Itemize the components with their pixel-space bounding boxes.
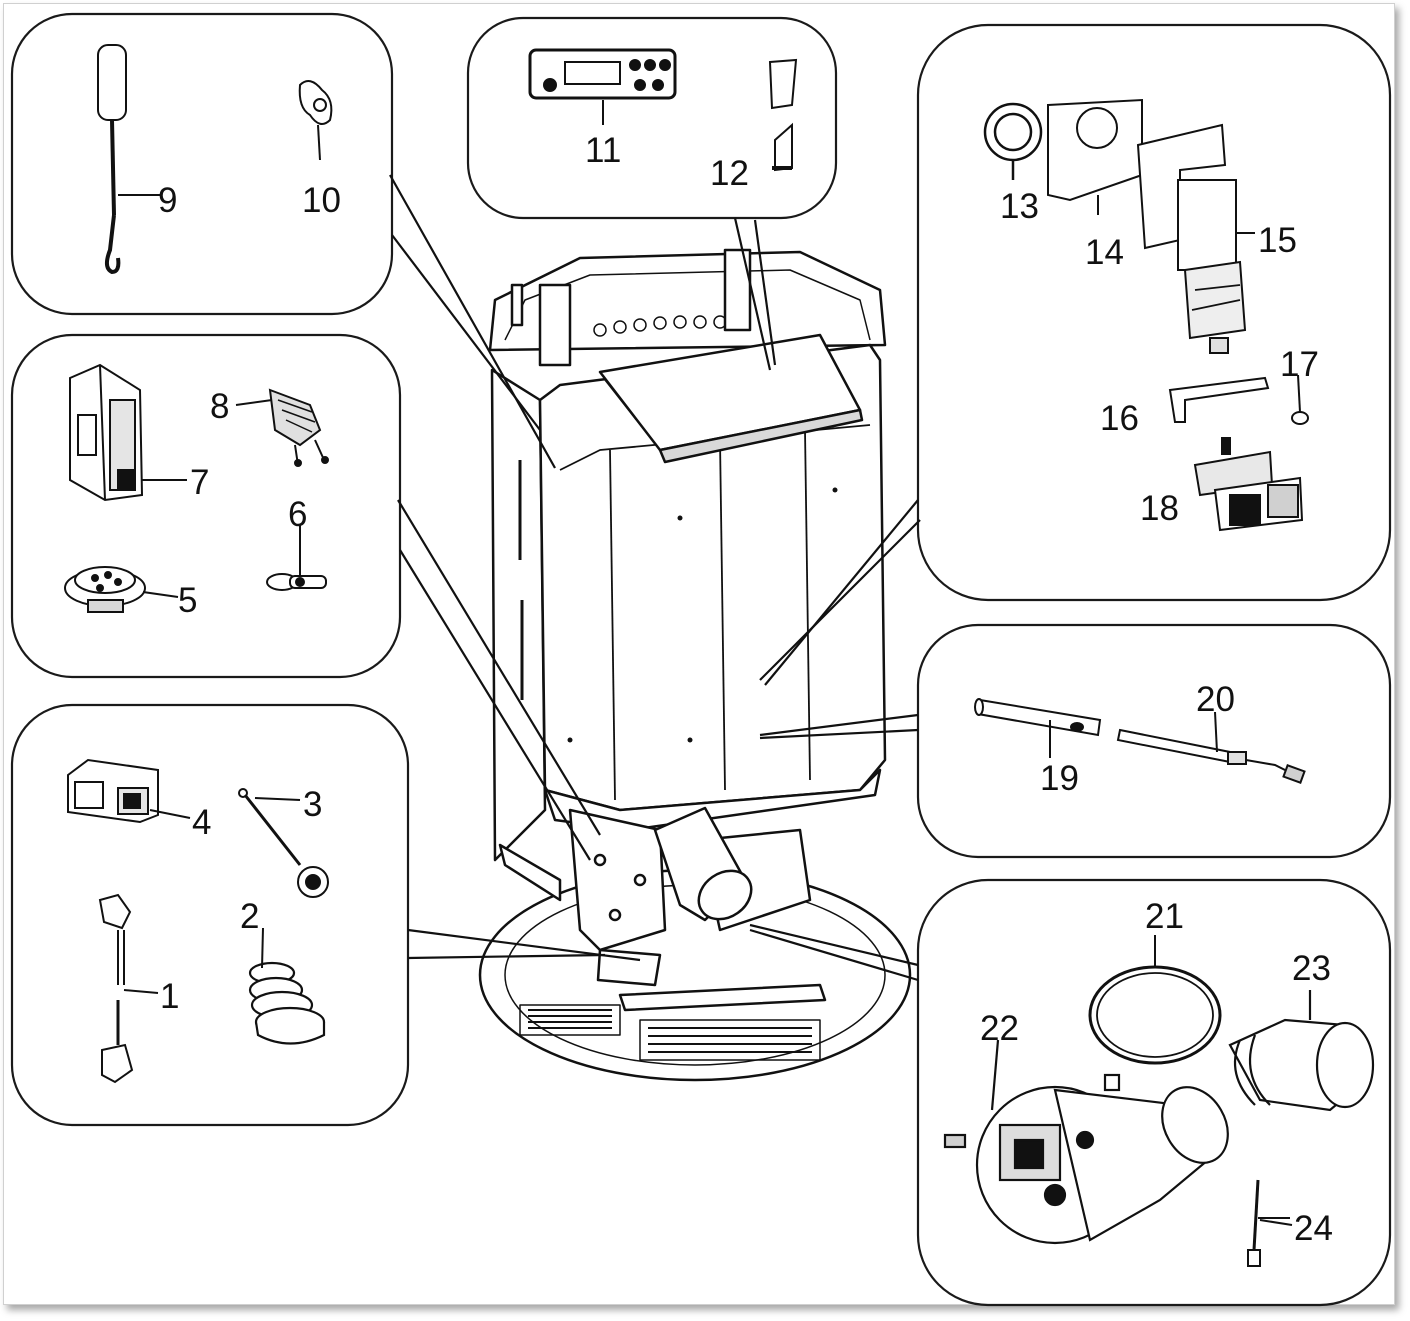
panel-mid-right bbox=[916, 623, 1392, 859]
stove-left-panel bbox=[490, 368, 547, 862]
label-3: 3 bbox=[303, 785, 322, 824]
label-6: 6 bbox=[288, 495, 307, 534]
base-vents bbox=[519, 1004, 821, 1061]
mount-bracket bbox=[568, 808, 667, 952]
part-23-elbow bbox=[1228, 990, 1375, 1112]
part-21-gasket-ring bbox=[1088, 935, 1222, 1065]
part-1-wire-harness bbox=[98, 893, 134, 1084]
panel-top-center bbox=[466, 16, 838, 220]
part-14-gasket-plate bbox=[1047, 98, 1143, 215]
part-6-sensor bbox=[266, 525, 327, 591]
connector-bottom-left-b bbox=[407, 953, 606, 960]
label-12: 12 bbox=[710, 154, 749, 193]
label-21: 21 bbox=[1145, 897, 1184, 936]
label-15: 15 bbox=[1258, 221, 1297, 260]
connector-bottom-right-a bbox=[749, 923, 919, 967]
panel-bottom-right bbox=[916, 878, 1392, 1307]
top-bracket-left bbox=[538, 283, 572, 367]
label-13: 13 bbox=[1000, 187, 1039, 226]
connector-top-right-b bbox=[759, 519, 921, 681]
part-4-switch bbox=[67, 758, 159, 824]
part-16-bracket bbox=[1168, 376, 1270, 423]
part-19-tube bbox=[974, 698, 1102, 758]
label-16: 16 bbox=[1100, 399, 1139, 438]
panel-top-right bbox=[916, 23, 1392, 602]
label-9: 9 bbox=[158, 181, 177, 220]
panel-mid-left bbox=[10, 333, 402, 679]
label-8: 8 bbox=[210, 387, 229, 426]
part-labels: 9 10 8 7 6 5 3 4 2 1 11 12 13 14 15 17 1… bbox=[158, 131, 1333, 1248]
connector-mid-left-a bbox=[397, 499, 601, 836]
label-20: 20 bbox=[1196, 680, 1235, 719]
label-17: 17 bbox=[1280, 345, 1319, 384]
connector-top-left-b bbox=[391, 234, 541, 431]
label-14: 14 bbox=[1085, 233, 1124, 272]
part-22-combustion-blower bbox=[943, 1039, 1229, 1245]
leader-lines bbox=[118, 194, 1293, 1226]
part-8-relay bbox=[268, 388, 329, 467]
connector-top-center-b bbox=[753, 219, 777, 366]
stove-top-rim bbox=[488, 250, 887, 352]
part-5-snap-disc bbox=[64, 566, 146, 613]
label-22: 22 bbox=[980, 1009, 1019, 1048]
part-15-auger-motor bbox=[1136, 123, 1255, 354]
label-23: 23 bbox=[1292, 949, 1331, 988]
part-11-control-panel bbox=[528, 48, 677, 125]
panels bbox=[10, 12, 1392, 1307]
stove-body bbox=[478, 248, 912, 1082]
label-19: 19 bbox=[1040, 759, 1079, 798]
part-17-screw bbox=[1291, 374, 1309, 425]
label-10: 10 bbox=[302, 181, 341, 220]
label-11: 11 bbox=[585, 131, 621, 170]
label-18: 18 bbox=[1140, 489, 1179, 528]
label-4: 4 bbox=[192, 803, 211, 842]
label-24: 24 bbox=[1294, 1209, 1333, 1248]
connector-mid-right-b bbox=[759, 728, 919, 740]
label-1: 1 bbox=[160, 977, 179, 1016]
part-10-clip bbox=[298, 80, 333, 161]
part-3-probe bbox=[238, 788, 329, 898]
panel-bottom-left bbox=[10, 703, 410, 1127]
label-2: 2 bbox=[240, 897, 259, 936]
connector-top-center-a bbox=[733, 217, 772, 371]
part-24-tie bbox=[1247, 1179, 1290, 1267]
connector-top-left-a bbox=[389, 174, 556, 469]
connector-mid-right-a bbox=[759, 713, 919, 737]
panel-top-left bbox=[10, 12, 394, 316]
part-9-igniter-rod bbox=[97, 44, 127, 275]
part-20-sensor-rod bbox=[1116, 711, 1306, 784]
part-7-control-board bbox=[69, 363, 144, 502]
part-12-brackets bbox=[768, 58, 798, 172]
label-7: 7 bbox=[190, 463, 209, 502]
part-13-grommet bbox=[983, 102, 1043, 180]
connector-lines bbox=[389, 174, 921, 982]
part-18-motor bbox=[1193, 437, 1304, 532]
part-2-coupler bbox=[248, 961, 326, 1045]
label-5: 5 bbox=[178, 581, 197, 620]
connector-top-right-a bbox=[764, 499, 919, 686]
connector-bottom-right-b bbox=[749, 928, 919, 982]
connector-mid-left-b bbox=[399, 549, 591, 861]
